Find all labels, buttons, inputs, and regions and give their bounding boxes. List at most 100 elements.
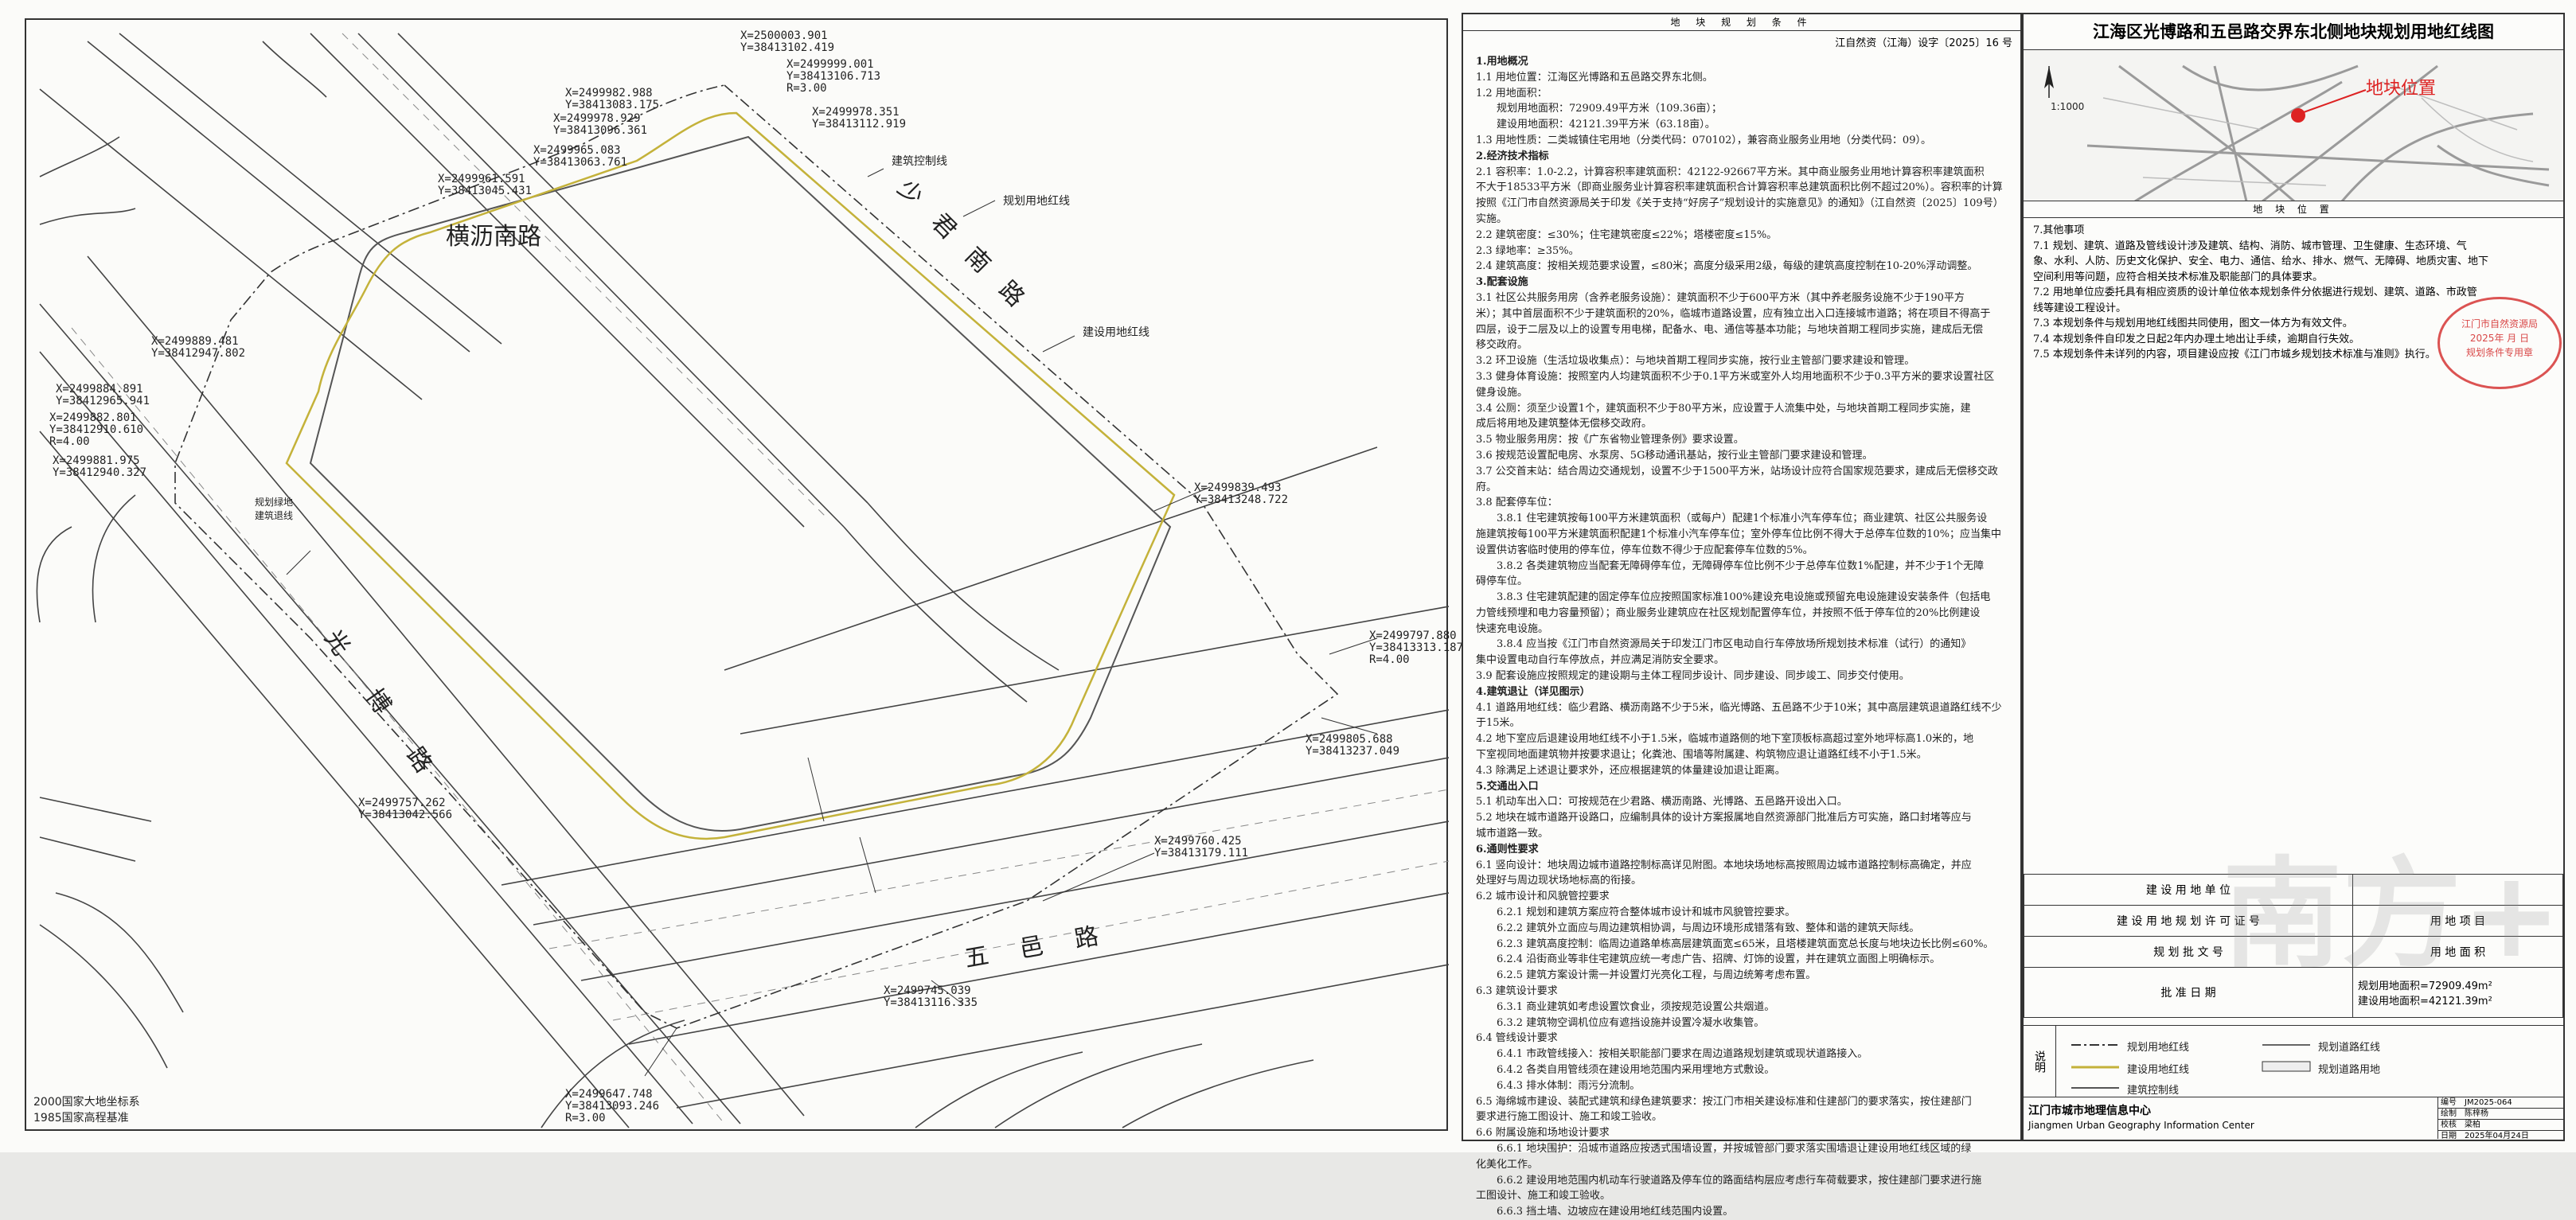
- condition-line: 移交政府。: [1476, 339, 1528, 352]
- condition-line: 6.6.2 建设用地范围内机动车行驶道路及停车位的路面结构层应考虑行车荷载要求，…: [1476, 1174, 1982, 1187]
- note-line: 线等建设工程设计。: [2033, 302, 2127, 314]
- condition-line: 3.2 环卫设施（生活垃圾收集点）：与地块首期工程同步实施，按行业主管部门要求建…: [1476, 355, 1915, 368]
- coord-label: X=2499797.880 Y=38413313.187 R=4.00: [1369, 629, 1464, 666]
- condition-line: 设置供访客临时使用的停车位，停车位数不得少于应配套停车位数的5%。: [1476, 544, 1813, 556]
- condition-line: 6.1 竖向设计：地块周边城市道路控制标高详见附图。本地块场地标高按照周边城市道…: [1476, 859, 1972, 871]
- org-name: 江门市城市地理信息中心: [2028, 1105, 2151, 1117]
- condition-line: 6.2.3 建筑高度控制：临周边道路单栋高层建筑面宽≤65米，且塔楼建筑面宽总长…: [1476, 937, 1994, 950]
- meta-value: JM2025-064: [2465, 1098, 2512, 1107]
- condition-line: 4.3 除满足上述退让要求外，还应根据建筑的体量建设加退让距离。: [1476, 764, 1786, 777]
- condition-line: 2.4 建筑高度：按相关规范要求设置，≤80米；高度分级采用2级，每级的建筑高度…: [1476, 260, 1978, 273]
- coord-label: X=2499881.975 Y=38412940.327: [53, 454, 147, 479]
- red-line-map: 横沥南路 少君南路 光博路 五邑路 建筑控制线 规划用地红线 建设用地红线 规划…: [24, 18, 1463, 1132]
- coord-label: X=2499647.748 Y=38413093.246 R=3.00: [565, 1088, 660, 1125]
- condition-line: 4.2 地下室应后退建设用地红线不小于1.5米，临城市道路侧的地下室顶板标高超过…: [1476, 733, 1974, 746]
- meta-row: 校核 梁柏: [2437, 1120, 2563, 1131]
- planning-red-line: [174, 84, 1339, 1029]
- condition-line: 2.2 建筑密度：≤30%；住宅建筑密度≤22%；塔楼密度≤15%。: [1476, 228, 1778, 241]
- condition-line: 2.经济技术指标: [1476, 150, 1549, 162]
- meta-value: 2025年04月24日: [2465, 1132, 2529, 1140]
- coord-label: X=2499757.262 Y=38413042.566: [358, 797, 453, 821]
- condition-line: 3.8.3 住宅建筑配建的固定停车位应按照国家标准100%建设充电设施或预留充电…: [1476, 591, 1991, 604]
- note-line: 7.2 用地单位应委托具有相应资质的设计单位依本规划条件分依据进行规划、建筑、道…: [2033, 286, 2477, 298]
- official-seal-icon: 江门市自然资源局 2025年 月 日 规划条件专用章: [2437, 297, 2562, 389]
- condition-line: 6.通则性要求: [1476, 843, 1539, 856]
- construction-red-line: [285, 111, 1176, 840]
- condition-line: 6.6.1 地块围护：沿城市道路应按透式围墙设置，并按城管部门要求落实围墙退让建…: [1476, 1142, 1972, 1155]
- condition-line: 力管线预埋和电力容量预留）；商业服务业建筑应在社区规划配置停车位，并按照不低于停…: [1476, 606, 1981, 619]
- condition-line: 6.6.3 挡土墙、边坡应在建设用地红线范围内设置。: [1476, 1206, 1734, 1218]
- condition-line: 6.3 建筑设计要求: [1476, 985, 1558, 998]
- condition-line: 3.8.1 住宅建筑按每100平方米建筑面积（或每户）配建1个标准小汽车停车位；…: [1476, 513, 1988, 525]
- condition-line: 6.4.3 排水体制：雨污分流制。: [1476, 1079, 1641, 1092]
- location-map: 1:1000 地块位置 地 块 位 置: [2024, 50, 2563, 218]
- north-arrow-icon: [2044, 66, 2054, 98]
- coord-label: X=2499884.891 Y=38412965.941: [56, 383, 150, 407]
- note-line: 7.其他事项: [2033, 224, 2085, 236]
- legend-swatch: [2262, 1061, 2311, 1072]
- coord-label: X=2499961.591 Y=38413045.431: [438, 173, 533, 197]
- condition-line: 4.建筑退让（详见图示）: [1476, 685, 1590, 698]
- location-map-drawing: [2044, 64, 2550, 203]
- meta-key: 编号: [2441, 1098, 2457, 1107]
- condition-line: 3.6 按规范设置配电房、水泵房、5G移动通讯基站，按行业主管部门要求建设和管理…: [1476, 449, 1873, 462]
- condition-line: 不大于18533平方米（即商业服务业计算容积率建筑面积合计算容积率总建筑面积比例…: [1476, 181, 2003, 194]
- condition-line: 3.配套设施: [1476, 276, 1528, 289]
- condition-line: 6.4.1 市政管线接入：按相关职能部门要求在周边道路规划建筑或现状道路接入。: [1476, 1048, 1868, 1061]
- condition-line: 2.3 绿地率：≥35%。: [1476, 244, 1579, 257]
- table-value: [2352, 874, 2563, 906]
- condition-line: 6.2.4 沿街商业等非住宅建筑应统一考虑广告、招牌、灯饰的设置，并在建筑立面图…: [1476, 953, 1941, 966]
- meta-row: 绘制 陈梓杨: [2437, 1109, 2563, 1120]
- condition-line: 3.8.4 应当按《江门市自然资源局关于印发江门市区电动自行车停放场所规划技术标…: [1476, 638, 1972, 651]
- legend-item: 建筑控制线: [2127, 1085, 2180, 1097]
- footer-meta: 编号 JM2025-064 绘制 陈梓杨 校核 梁柏 日期 2025年04月24…: [2437, 1097, 2563, 1141]
- condition-line: 6.4 管线设计要求: [1476, 1032, 1558, 1045]
- scale-label: 1:1000: [2051, 101, 2085, 112]
- meta-key: 绘制: [2441, 1109, 2457, 1118]
- legend: 说明 规划用地红线 规划道路红线 建设用地红线 规划道路用地 建筑控制线: [2024, 1025, 2563, 1097]
- coord-label: X=2499805.688 Y=38413237.049: [1306, 733, 1400, 758]
- condition-line: 4.1 道路用地红线：临少君路、横沥南路不少于5米，临光博路、五邑路不少于10米…: [1476, 701, 2002, 714]
- meta-row: 日期 2025年04月24日: [2437, 1131, 2563, 1141]
- coord-label: X=2499889.481 Y=38412947.802: [151, 335, 246, 360]
- legend-item: 规划道路用地: [2318, 1064, 2381, 1076]
- legend-item: 建设用地红线: [2127, 1064, 2190, 1076]
- condition-line: 规划用地面积：72909.49平方米（109.36亩）；: [1476, 103, 1723, 115]
- legend-item: 规划道路红线: [2318, 1042, 2381, 1054]
- title-block-table: 建 设 用 地 单 位 建 设 用 地 规 划 许 可 证 号 用 地 项 目 …: [2024, 874, 2563, 1018]
- condition-line: 化美化工作。: [1476, 1158, 1539, 1171]
- coord-label: X=2499839.493 Y=38413248.722: [1194, 481, 1289, 506]
- condition-line: 要求进行施工图设计、施工和竣工验收。: [1476, 1111, 1663, 1124]
- condition-line: 6.3.1 商业建筑如考虑设置饮食业，须按规范设置公共烟道。: [1476, 1000, 1775, 1013]
- condition-line: 实施。: [1476, 212, 1508, 225]
- table-label: 建 设 用 地 单 位: [2024, 874, 2353, 906]
- table-label: 建 设 用 地 规 划 许 可 证 号: [2024, 905, 2353, 937]
- document-number: 江自然资（江海）设字〔2025〕16 号: [1835, 37, 2012, 49]
- coord-label: X=2499978.351 Y=38413112.919: [812, 106, 907, 131]
- condition-line: 成后将用地及建筑整体无偿移交政府。: [1476, 418, 1653, 431]
- meta-row: 编号 JM2025-064: [2437, 1097, 2563, 1109]
- condition-line: 6.4.2 各类自用管线须在建设用地范围内采用埋地方式敷设。: [1476, 1064, 1775, 1076]
- table-value: 规划用地面积=72909.49m² 建设用地面积=42121.39m²: [2352, 967, 2563, 1018]
- condition-line: 3.1 社区公共服务用房（含养老服务设施）：建筑面积不少于600平方米（其中养老…: [1476, 291, 1965, 304]
- condition-line: 米）；其中首层面积不少于建筑面积的20%，临城市道路设置，应有独立出入口连接城市…: [1476, 307, 1991, 320]
- coord-label: X=2499760.425 Y=38413179.111: [1154, 835, 1249, 859]
- note-line: 7.4 本规划条件自印发之日起2年内办理土地出让手续，逾期自行失效。: [2033, 333, 2360, 345]
- condition-line: 处理好与周边现状场地标高的衔接。: [1476, 875, 1642, 887]
- condition-line: 6.2.5 建筑方案设计需一并设置灯光亮化工程，与周边统筹考虑布置。: [1476, 969, 1817, 982]
- footer-org: 江门市城市地理信息中心 Jiangmen Urban Geography Inf…: [2024, 1097, 2438, 1139]
- condition-line: 3.7 公交首末站：结合周边交通规划，设置不少于1500平方米，站场设计应符合国…: [1476, 465, 1998, 493]
- condition-line: 碍停车位。: [1476, 575, 1528, 588]
- seal-text: 江门市自然资源局 2025年 月 日 规划条件专用章: [2461, 318, 2538, 358]
- condition-line: 1.用地概况: [1476, 56, 1528, 68]
- datum-note: 2000国家大地坐标系: [33, 1096, 140, 1109]
- coord-label: X=2500003.901 Y=38413102.419: [740, 29, 835, 54]
- condition-line: 城市道路一致。: [1476, 828, 1549, 840]
- condition-line: 3.5 物业服务用房：按《广东省物业管理条例》要求设置。: [1476, 434, 1744, 446]
- location-map-caption: 地 块 位 置: [2024, 201, 2563, 217]
- title-block-panel: 江海区光博路和五邑路交界东北侧地块规划用地红线图: [2022, 13, 2565, 1141]
- building-control-line: [309, 135, 1172, 832]
